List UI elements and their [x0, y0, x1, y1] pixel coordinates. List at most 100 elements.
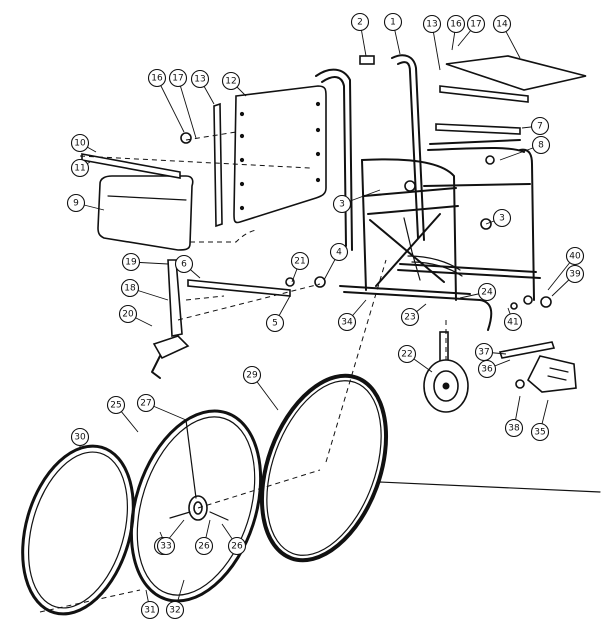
callout-part-24: 24 [459, 282, 497, 302]
callout-part-27: 27 [136, 393, 187, 421]
part-number: 18 [124, 284, 136, 294]
callout-circle [168, 68, 188, 88]
callout-circle [503, 312, 523, 332]
part-number: 26 [198, 542, 210, 552]
rear-wheel [129, 409, 263, 603]
footrest-plate [152, 335, 190, 360]
callout-circle [329, 242, 349, 262]
handrim [259, 373, 389, 563]
part-number: 33 [160, 542, 171, 552]
callout-part-37: 37 [474, 342, 507, 362]
crossbar-5 [187, 279, 291, 297]
callout-part-30: 30 [70, 427, 90, 450]
part-number: 8 [538, 141, 544, 151]
callout-part-36: 36 [477, 359, 511, 379]
caster-assembly [423, 331, 469, 413]
callout-circle [147, 68, 167, 88]
leader-line [156, 77, 185, 133]
callout-circle [221, 71, 241, 91]
callout-part-26: 26 [221, 523, 247, 556]
part-number: 39 [569, 270, 581, 280]
callout-circle [492, 14, 512, 34]
part-number: 10 [74, 139, 86, 149]
upholstery-rivets [239, 101, 321, 211]
callout-part-13: 13 [190, 69, 215, 105]
part-number: 14 [496, 20, 508, 30]
callout-part-26: 26 [194, 519, 214, 556]
callout-circle [265, 313, 285, 333]
callout-part-18: 18 [120, 278, 169, 301]
part-number: 5 [272, 319, 278, 329]
callout-part-34: 34 [337, 299, 367, 332]
callout-circle [383, 12, 403, 32]
callout-part-14: 14 [492, 14, 521, 59]
part-number: 16 [151, 74, 163, 84]
callout-circle [565, 246, 585, 266]
callout-circle [120, 278, 140, 298]
seat-upholstery-panel [445, 55, 587, 91]
callout-part-17: 17 [457, 14, 486, 47]
part-number: 29 [246, 371, 258, 381]
callout-circle [504, 418, 524, 438]
callout-part-9: 9 [66, 193, 105, 213]
armrest-bar [81, 153, 181, 179]
part-number: 3 [499, 214, 505, 224]
part-number: 17 [172, 74, 183, 84]
part-number: 7 [537, 122, 543, 132]
callout-circle [531, 135, 551, 155]
callout-circle [290, 251, 310, 271]
part-number: 30 [74, 433, 86, 443]
back-upholstery-panel [233, 85, 327, 224]
part-number: 41 [507, 318, 518, 328]
part-number: 1 [390, 18, 396, 28]
callout-part-3: 3 [485, 208, 512, 228]
callout-part-23: 23 [400, 303, 427, 327]
callout-part-12: 12 [221, 71, 247, 97]
callout-part-22: 22 [397, 344, 433, 373]
callout-part-33: 33 [156, 531, 176, 556]
callout-circle [194, 536, 214, 556]
seat-strip [439, 85, 529, 103]
callout-part-10: 10 [70, 133, 97, 153]
callout-part-7: 7 [521, 116, 550, 136]
callout-circle [66, 193, 86, 213]
callout-part-32: 32 [165, 579, 185, 620]
leader-line [177, 77, 197, 139]
callout-part-39: 39 [551, 264, 585, 297]
callout-circle [565, 264, 585, 284]
callout-circle [530, 116, 550, 136]
footrest-tube [167, 259, 183, 337]
part-number: 22 [401, 350, 412, 360]
callout-part-41: 41 [503, 307, 523, 332]
brake-assembly [498, 341, 577, 393]
callout-circle [400, 307, 420, 327]
callout-circle [140, 600, 160, 620]
frame-assembly [315, 54, 541, 331]
callout-circle [446, 14, 466, 34]
part-number: 37 [478, 348, 489, 358]
back-strip-left [213, 102, 223, 228]
armrest-pad-7 [435, 123, 521, 135]
callout-part-35: 35 [530, 399, 550, 442]
callout-part-8: 8 [499, 135, 551, 161]
callout-circle [70, 133, 90, 153]
callout-circle [70, 158, 90, 178]
part-number: 19 [125, 258, 137, 268]
part-number: 31 [144, 606, 155, 616]
part-number: 35 [534, 428, 545, 438]
callout-part-6: 6 [174, 254, 201, 279]
part-number: 38 [508, 424, 520, 434]
callout-circle [70, 427, 90, 447]
part-number: 36 [481, 365, 493, 375]
callout-part-5: 5 [265, 295, 291, 333]
part-number: 2 [357, 18, 363, 28]
part-number: 16 [450, 20, 462, 30]
armrest-pad [97, 175, 194, 251]
part-number: 6 [181, 260, 187, 270]
callout-part-29: 29 [242, 365, 279, 411]
callout-circle [492, 208, 512, 228]
callout-part-4: 4 [323, 242, 349, 281]
callout-circle [227, 536, 247, 556]
callout-circle [530, 422, 550, 442]
part-number: 27 [140, 399, 151, 409]
